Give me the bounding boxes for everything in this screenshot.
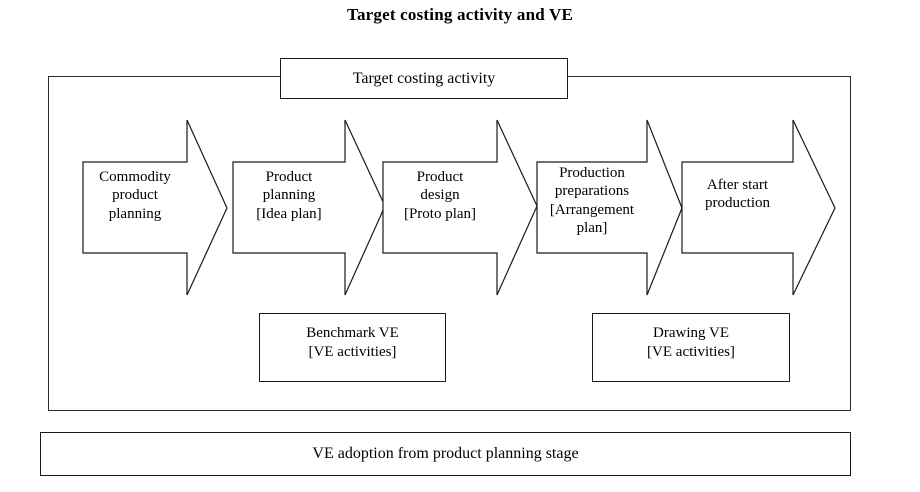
ve-box-benchmark-ve: Benchmark VE [VE activities] <box>259 313 446 382</box>
page-title: Target costing activity and VE <box>346 5 574 24</box>
process-step-product-planning: Product planning [Idea plan] <box>232 119 386 296</box>
ve-box-line: Benchmark VE <box>306 325 399 341</box>
header-box-label: Target costing activity <box>352 69 496 87</box>
process-step-production-preparations: Production preparations [Arrangement pla… <box>536 119 683 296</box>
footer-bar-label: VE adoption from product planning stage <box>312 445 579 462</box>
ve-box-line: [VE activities] <box>647 343 735 360</box>
process-step-after-start-production: After start production <box>681 119 836 296</box>
ve-box-drawing-ve: Drawing VE [VE activities] <box>592 313 790 382</box>
ve-box-line: [VE activities] <box>308 343 397 360</box>
process-step-product-design: Product design [Proto plan] <box>382 119 538 296</box>
header-box-target-costing-activity: Target costing activity <box>280 58 568 99</box>
footer-bar-ve-adoption: VE adoption from product planning stage <box>40 432 851 476</box>
ve-box-line: Drawing VE <box>653 325 729 341</box>
process-step-commodity-product-planning: Commodity product planning <box>82 119 228 296</box>
